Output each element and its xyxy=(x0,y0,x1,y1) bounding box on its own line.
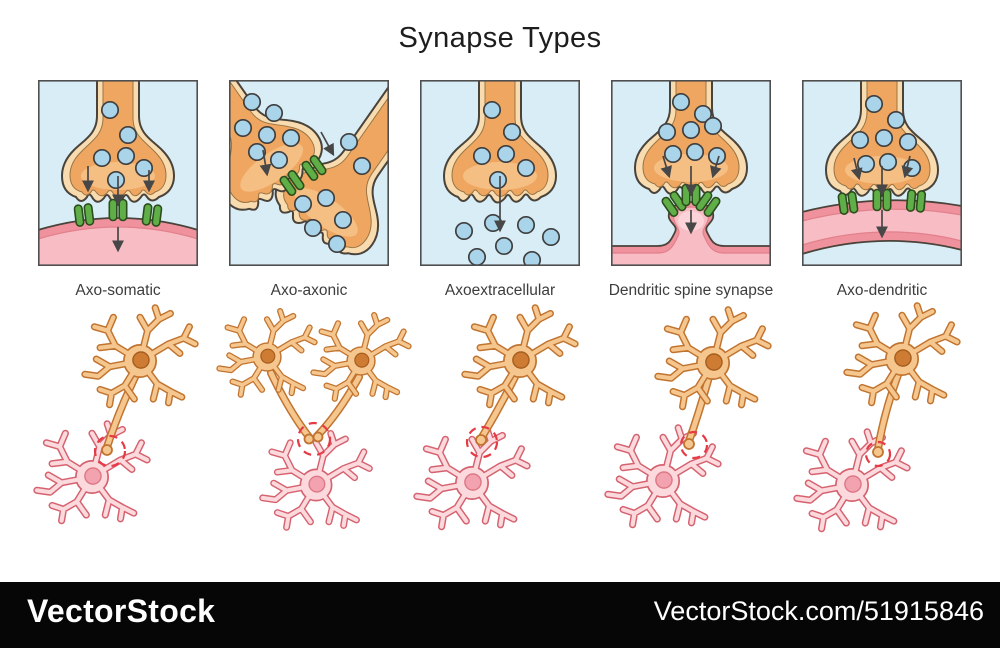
presynaptic-neuron xyxy=(465,308,575,446)
panel-label: Axo-dendritic xyxy=(836,282,928,299)
panel-axo-axonic-diagram xyxy=(229,80,389,266)
release-arrows xyxy=(850,155,914,239)
postsynaptic-neuron xyxy=(417,430,527,527)
postsynaptic-neuron xyxy=(263,433,370,527)
synapse-site-marker xyxy=(679,430,709,460)
panel-label: Axo-axonic xyxy=(270,282,348,299)
neuron-illustration-dendritic-spine xyxy=(601,301,781,533)
column-axo-axonic: Axo-axonic xyxy=(229,80,389,533)
presynaptic-neuron xyxy=(85,308,195,456)
panel-axo-dendritic-diagram xyxy=(802,80,962,266)
column-axoextracellular: Axoextracellular xyxy=(420,80,580,533)
page-title: Synapse Types xyxy=(398,22,602,54)
release-arrows xyxy=(82,166,155,253)
release-arrows xyxy=(660,155,722,235)
panel-label: Axo-somatic xyxy=(75,282,161,299)
synapse-site-marker xyxy=(465,425,499,459)
synapse-site-marker xyxy=(93,434,127,468)
postsynaptic-neuron xyxy=(37,424,147,521)
panel-axo-somatic-diagram xyxy=(38,80,198,266)
column-axo-dendritic: Axo-dendritic xyxy=(802,80,962,533)
panel-dendritic-spine-synapse-diagram xyxy=(611,80,771,266)
neuron-illustration-axo-somatic xyxy=(28,301,208,533)
synapse-site-marker xyxy=(296,421,332,457)
vectorstock-logo: VectorStock xyxy=(27,592,216,629)
panel-axoextracellular-diagram xyxy=(420,80,580,266)
watermark-image-ref: VectorStock.com/51915846 xyxy=(653,595,984,626)
diagram-columns: Axo-somatic xyxy=(0,80,1000,533)
neuron-illustration-axo-dendritic xyxy=(792,301,972,533)
synapse-types-diagram: Synapse Types xyxy=(0,22,1000,648)
watermark-bar: VectorStock VectorStock.com/51915846 xyxy=(0,582,1000,648)
synapse-site-marker xyxy=(864,440,892,468)
column-axo-somatic: Axo-somatic xyxy=(38,80,198,533)
neuron-illustration-axoextracellular xyxy=(410,301,590,533)
column-dendritic-spine-synapse: Dendritic spine synapse xyxy=(608,80,774,533)
neuron-illustration-axo-axonic xyxy=(219,301,399,533)
release-arrows xyxy=(259,131,335,177)
panel-label: Axoextracellular xyxy=(444,282,556,299)
presynaptic-neuron xyxy=(847,306,957,458)
postsynaptic-neuron xyxy=(797,432,907,529)
presynaptic-neurons xyxy=(219,311,408,445)
presynaptic-neuron xyxy=(658,310,768,450)
postsynaptic-neuron xyxy=(608,428,718,525)
panel-label: Dendritic spine synapse xyxy=(608,282,774,299)
